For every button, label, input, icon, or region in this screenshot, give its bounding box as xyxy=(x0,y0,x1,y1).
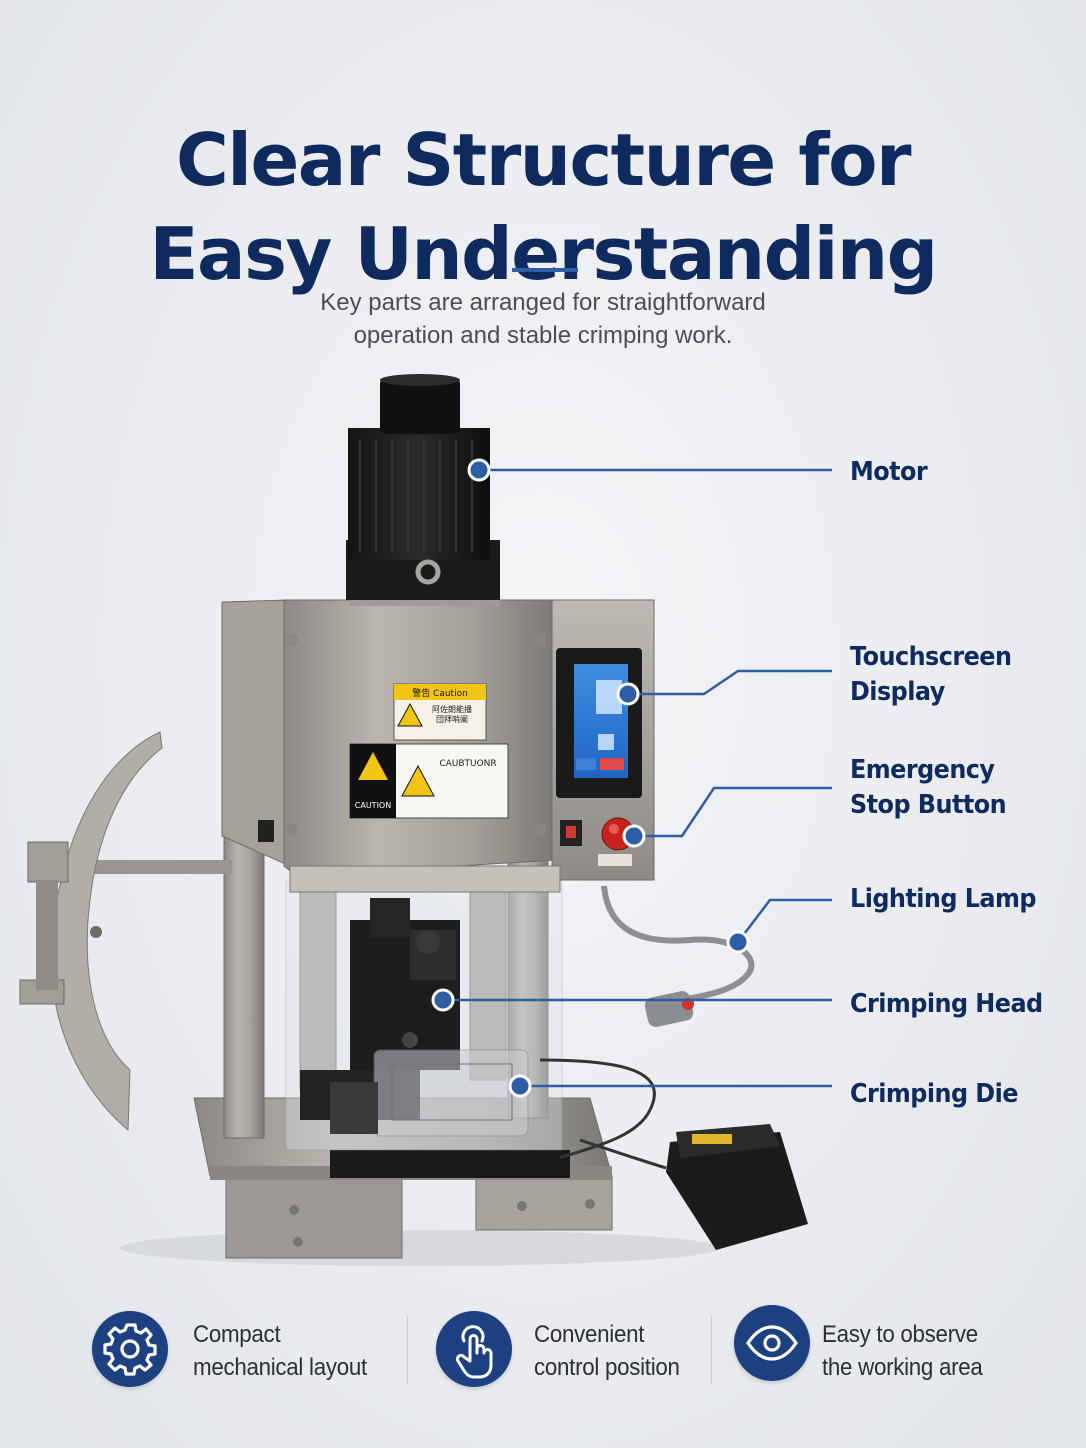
crimping-head-callout-dot xyxy=(431,988,455,1012)
feature-text-3: Easy to observe the working area xyxy=(822,1321,983,1381)
label-crimping-die: Crimping Die xyxy=(850,1079,1018,1109)
lighting-lamp-callout-line xyxy=(737,898,832,943)
caution-label-cn: 阿佐朗能播 xyxy=(432,704,472,714)
gear-icon xyxy=(103,1323,157,1376)
lighting-lamp-callout-dot xyxy=(726,930,750,954)
feature-text-1: Compact mechanical layout xyxy=(193,1321,367,1381)
emergency-stop-callout-line xyxy=(634,786,832,838)
page-title-line-2: Easy Understanding xyxy=(149,212,938,297)
motor-callout-dot xyxy=(467,458,491,482)
feature-divider-1 xyxy=(407,1316,408,1384)
title-underline xyxy=(512,268,578,272)
feature-icon-circle-2 xyxy=(436,1311,512,1387)
crimping-machine-image: 警告 Caution 阿佐朗能播 団拜哨阑 CAUTION CAUBTUONR xyxy=(19,374,832,1266)
touchscreen-callout-line xyxy=(628,669,832,696)
touch-hand-icon xyxy=(455,1325,493,1379)
subtitle-line-2: operation and stable crimping work. xyxy=(353,322,733,349)
crimping-die-callout-dot xyxy=(508,1074,532,1098)
label-lighting-lamp: Lighting Lamp xyxy=(850,884,1037,914)
page-title-line-1: Clear Structure for xyxy=(175,118,912,203)
label-motor: Motor xyxy=(850,457,928,487)
feature-divider-2 xyxy=(711,1316,712,1384)
feature-text-2: Convenient control position xyxy=(534,1321,680,1381)
caution-label-right: CAUBTUONR xyxy=(439,759,496,769)
emergency-stop-callout-dot xyxy=(622,824,646,848)
label-emergency-stop-button: Emergency Stop Button xyxy=(850,755,1007,820)
feature-icon-circle-1 xyxy=(92,1311,168,1387)
caution-label-cn2: 団拜哨阑 xyxy=(436,714,468,724)
touchscreen-callout-dot xyxy=(616,682,640,706)
caution-label-top: 警告 Caution xyxy=(412,687,468,699)
label-crimping-head: Crimping Head xyxy=(850,989,1043,1019)
eye-icon xyxy=(746,1325,798,1361)
subtitle-line-1: Key parts are arranged for straightforwa… xyxy=(320,289,766,316)
feature-icon-circle-3 xyxy=(734,1305,810,1381)
label-touchscreen-display: Touchscreen Display xyxy=(850,642,1012,707)
caution-label-left: CAUTION xyxy=(355,801,391,810)
